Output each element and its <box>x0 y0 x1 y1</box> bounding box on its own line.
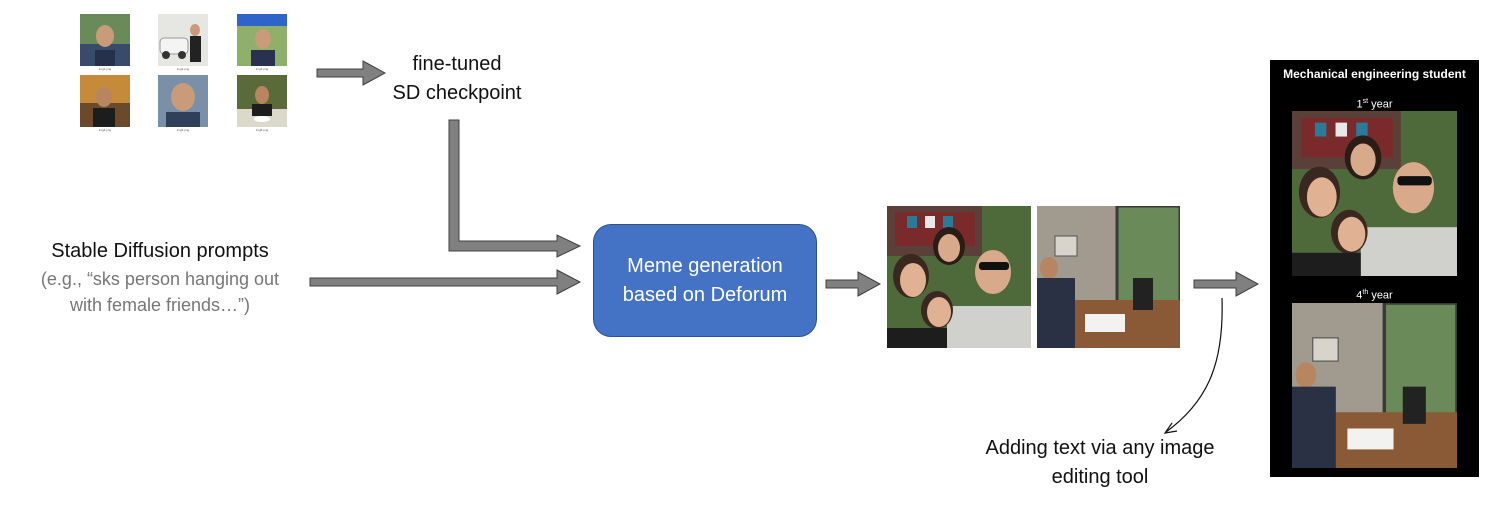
year4-word: year <box>1371 289 1393 302</box>
meme-line1: Meme generation <box>627 254 783 277</box>
input-caption-2: img2.png <box>176 67 190 71</box>
finetuned-line2: SD checkpoint <box>392 82 522 104</box>
meme-line2: based on Deforum <box>622 283 788 306</box>
editing-line2: editing tool <box>1051 466 1149 488</box>
input-photo-5 <box>158 75 208 127</box>
year4-number: 4 <box>1356 289 1363 302</box>
input-caption-6: img6.png <box>255 128 269 132</box>
editing-line1: Adding text via any image <box>985 437 1215 459</box>
arrow-prompts-to-meme <box>309 269 582 295</box>
arrow-photos-to-checkpoint <box>316 60 387 86</box>
input-caption-5: img5.png <box>176 128 190 132</box>
input-caption-3: img3.png <box>255 67 269 71</box>
prompts-example-line1: (e.g., “sks person hanging out <box>40 269 280 289</box>
final-meme-panel: Mechanical engineering student 1st year … <box>1270 60 1479 477</box>
panel-image-year1 <box>1292 111 1457 276</box>
output-image-selfie <box>887 206 1031 348</box>
input-caption-4: img4.png <box>98 128 112 132</box>
input-photo-2 <box>158 14 208 66</box>
year1-word: year <box>1371 98 1393 111</box>
year1-suffix: st <box>1362 98 1369 105</box>
arrow-checkpoint-to-meme <box>448 119 582 258</box>
meme-generation-box: Meme generation based on Deforum <box>593 224 817 337</box>
prompts-example-line2: with female friends…”) <box>69 295 251 315</box>
arrow-to-editing <box>1165 297 1223 433</box>
finetuned-line1: fine-tuned <box>412 53 502 75</box>
prompts-title: Stable Diffusion prompts <box>51 240 269 262</box>
year4-suffix: th <box>1362 289 1369 296</box>
year1-label: 1st year <box>1270 95 1479 112</box>
panel-title: Mechanical engineering student <box>1283 67 1466 81</box>
finetuned-checkpoint-label: fine-tuned SD checkpoint <box>372 50 542 108</box>
input-caption-1: img1.png <box>98 67 112 71</box>
input-photo-4 <box>80 75 130 127</box>
output-image-desk <box>1037 204 1182 348</box>
arrow-outputs-to-panel <box>1193 271 1260 297</box>
year4-label: 4th year <box>1270 286 1479 303</box>
arrow-meme-to-outputs <box>825 271 882 297</box>
input-photo-3 <box>237 14 287 66</box>
input-photo-1 <box>80 14 130 66</box>
year1-number: 1 <box>1356 98 1363 111</box>
editing-label: Adding text via any image editing tool <box>955 434 1245 492</box>
input-photo-6 <box>237 75 287 127</box>
prompts-example: (e.g., “sks person hanging out with fema… <box>20 266 300 318</box>
panel-image-year4 <box>1292 301 1459 468</box>
